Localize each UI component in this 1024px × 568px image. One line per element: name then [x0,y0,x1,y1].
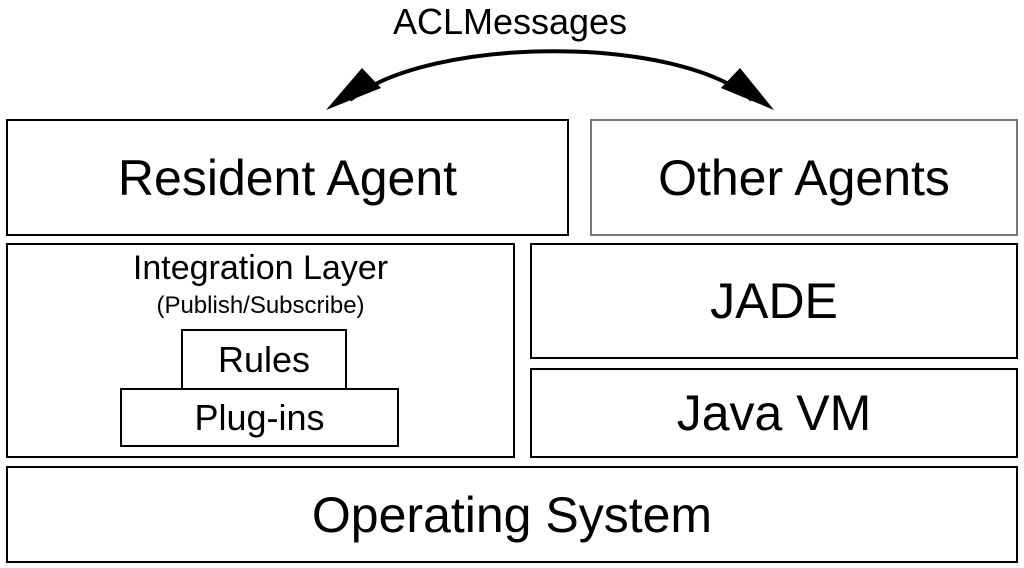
resident-agent-box: Resident Agent [6,119,569,236]
plugins-box: Plug-ins [120,388,399,447]
rules-box: Rules [181,329,347,390]
java-vm-box: Java VM [530,368,1018,458]
operating-system-box: Operating System [6,466,1018,563]
arrow-curve [348,49,754,102]
arrowhead-left-icon [326,68,381,110]
integration-layer-subtitle: (Publish/Subscribe) [156,292,365,319]
aclmessages-double-arrow [326,49,774,110]
other-agents-box: Other Agents [590,119,1018,236]
aclmessages-label: ACLMessages [392,1,628,42]
jade-box: JADE [530,243,1018,359]
arrowhead-right-icon [721,68,774,110]
integration-layer-title: Integration Layer [132,248,389,287]
